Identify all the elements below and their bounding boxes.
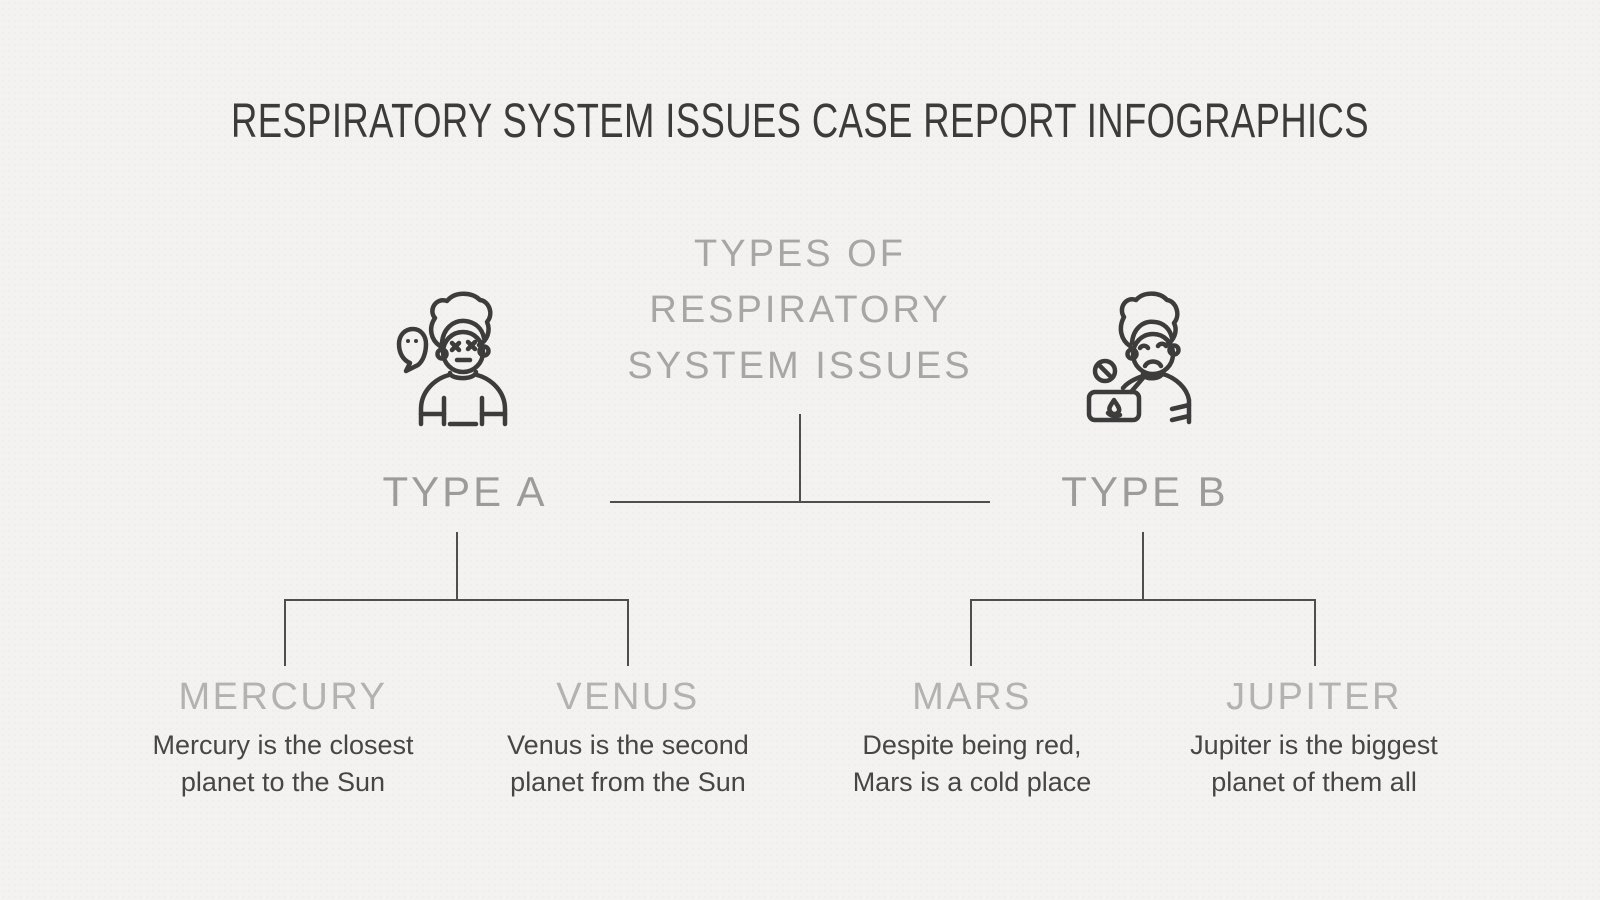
sick-person-with-ghost-icon xyxy=(396,291,508,427)
branch-label-type-b: TYPE B xyxy=(1061,468,1229,515)
branch-label-type-a: TYPE A xyxy=(382,468,548,515)
page-title: RESPIRATORY SYSTEM ISSUES CASE REPORT IN… xyxy=(230,95,1370,148)
leaf-label-mars: MARS xyxy=(912,676,1032,718)
leaf-label-jupiter: JUPITER xyxy=(1226,676,1402,718)
leaf-description-mercury: Mercury is the closest planet to the Sun xyxy=(152,730,414,797)
leaf-description-venus: Venus is the second planet from the Sun xyxy=(507,730,749,797)
leaf-description-mars: Despite being red, Mars is a cold place xyxy=(852,730,1092,797)
leaf-label-mercury: MERCURY xyxy=(178,676,388,718)
leaf-label-venus: VENUS xyxy=(556,676,700,718)
leaf-description-jupiter: Jupiter is the biggest planet of them al… xyxy=(1190,730,1438,797)
root-heading: TYPES OF RESPIRATORY SYSTEM ISSUES xyxy=(627,233,973,387)
sad-person-with-no-sign-and-tissues-icon xyxy=(1086,291,1192,425)
